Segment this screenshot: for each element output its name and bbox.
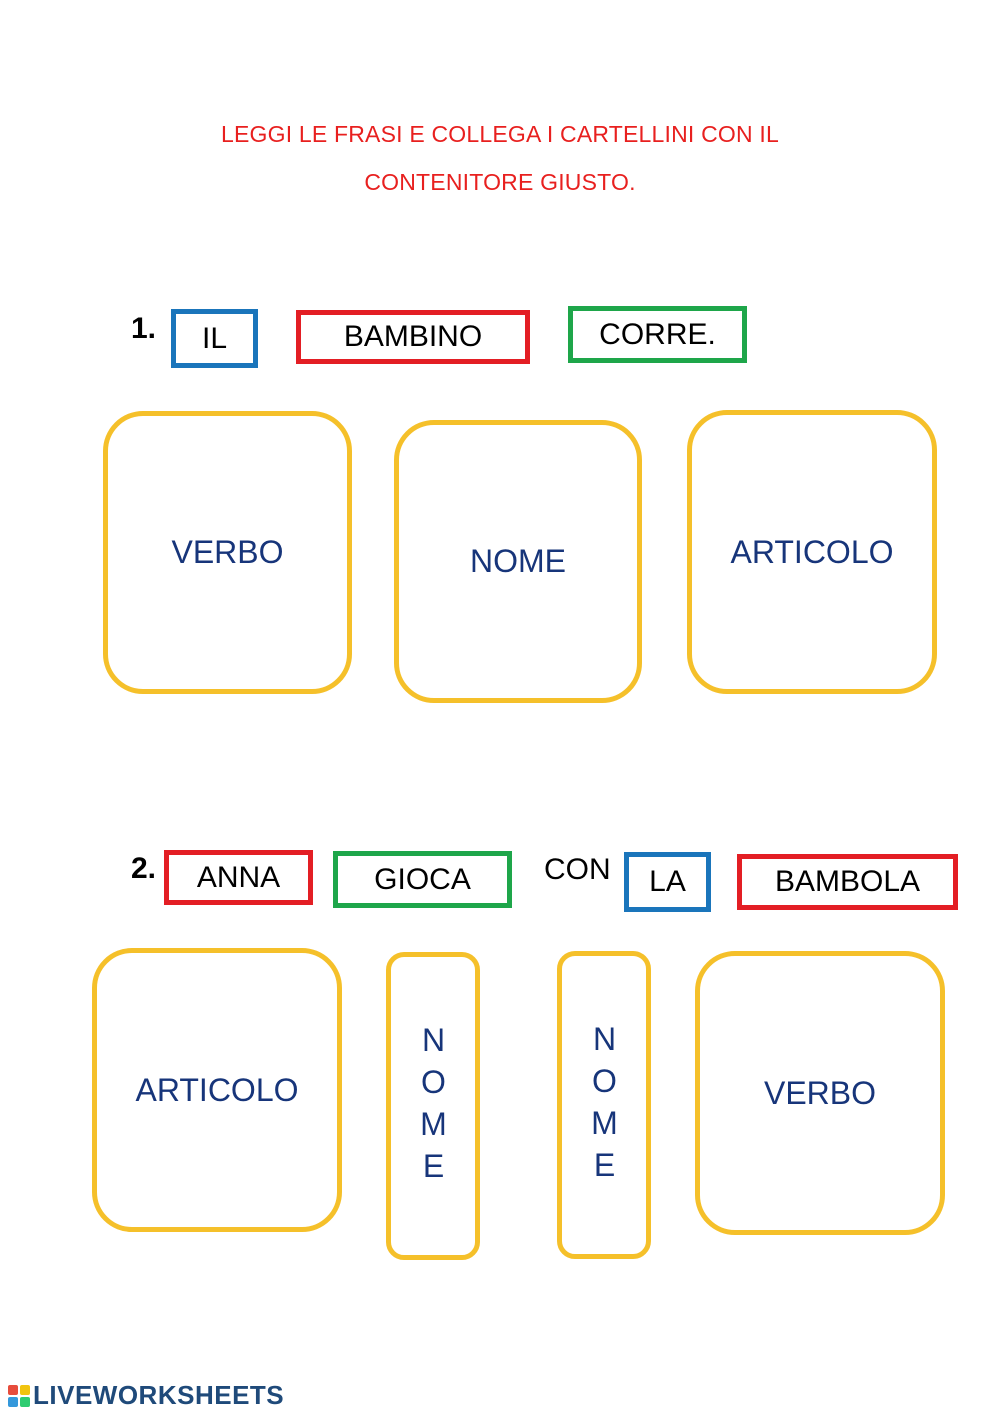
drop-container-verbo[interactable]: VERBO xyxy=(103,411,352,694)
container-label-vertical: NOME xyxy=(586,1021,623,1189)
drop-container-nome-1[interactable]: NOME xyxy=(386,952,480,1260)
word-card-corre[interactable]: CORRE. xyxy=(568,306,747,363)
drop-container-articolo[interactable]: ARTICOLO xyxy=(687,410,937,694)
drop-container-articolo[interactable]: ARTICOLO xyxy=(92,948,342,1232)
liveworksheets-logo: LIVEWORKSHEETS xyxy=(8,1380,284,1411)
drop-container-nome-2[interactable]: NOME xyxy=(557,951,651,1259)
word-card-bambino[interactable]: BAMBINO xyxy=(296,310,530,364)
container-label: ARTICOLO xyxy=(135,1071,299,1108)
drop-container-verbo[interactable]: VERBO xyxy=(695,951,945,1235)
container-label: ARTICOLO xyxy=(730,533,894,570)
exercise-1-number: 1. xyxy=(131,312,157,345)
word-card-gioca[interactable]: GIOCA xyxy=(333,851,512,908)
connector-word-con: CON xyxy=(544,853,611,886)
logo-text: LIVEWORKSHEETS xyxy=(33,1380,285,1410)
word-card-il[interactable]: IL xyxy=(171,309,258,368)
container-label: NOME xyxy=(470,543,566,579)
container-label-vertical: NOME xyxy=(415,1022,452,1190)
word-card-bambola[interactable]: BAMBOLA xyxy=(737,854,958,910)
word-card-la[interactable]: LA xyxy=(624,852,711,912)
exercise-2-number: 2. xyxy=(131,852,157,885)
instruction-line-1: LEGGI LE FRASI E COLLEGA I CARTELLINI CO… xyxy=(220,121,779,147)
drop-container-nome[interactable]: NOME xyxy=(394,420,642,703)
container-label: VERBO xyxy=(171,534,284,570)
logo-mark-icon xyxy=(8,1384,30,1407)
word-card-anna[interactable]: ANNA xyxy=(164,850,313,905)
instruction-line-2: CONTENITORE GIUSTO. xyxy=(364,169,636,195)
container-label: VERBO xyxy=(763,1074,877,1111)
